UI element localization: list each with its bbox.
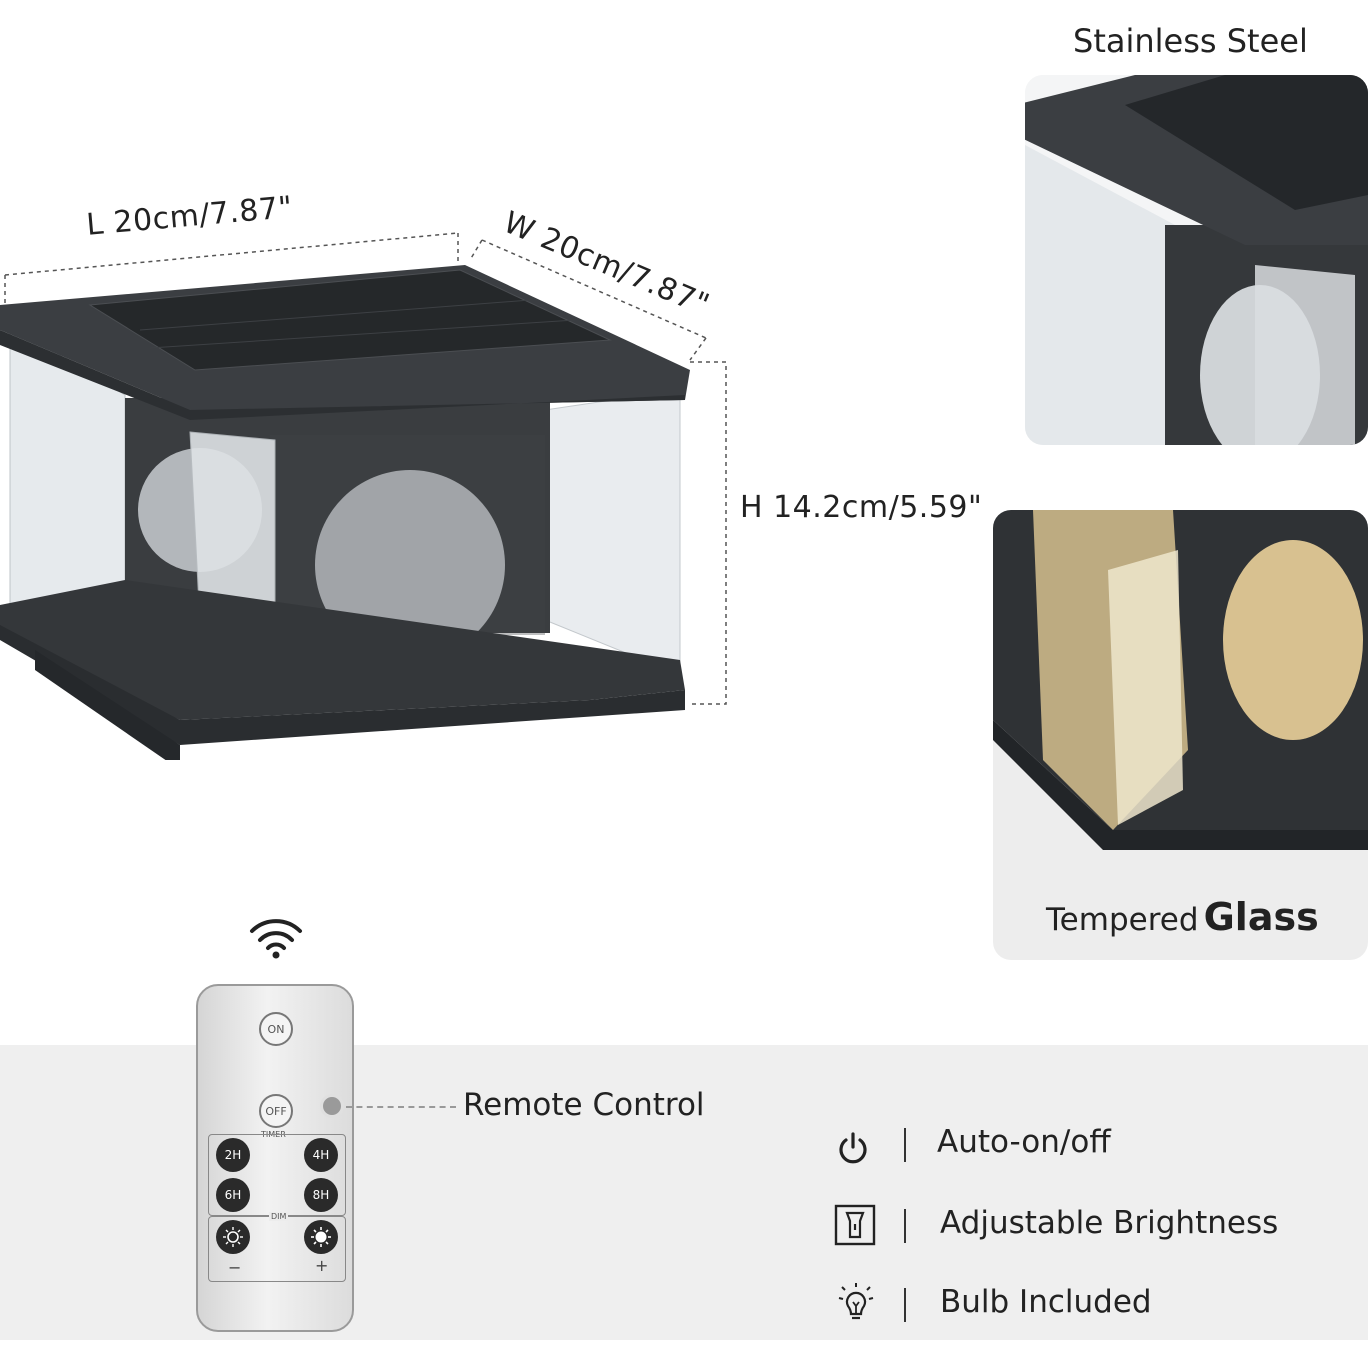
wireless-signal-icon bbox=[250, 919, 302, 959]
remote-6h-button[interactable]: 6H bbox=[216, 1178, 250, 1212]
sun-small-icon bbox=[223, 1227, 243, 1247]
remote-control-label: Remote Control bbox=[463, 1087, 705, 1123]
remote-4h-button[interactable]: 4H bbox=[304, 1138, 338, 1172]
feature-divider bbox=[904, 1288, 906, 1322]
height-dimension-label: H 14.2cm/5.59" bbox=[740, 490, 983, 525]
remote-off-label: OFF bbox=[265, 1104, 287, 1118]
glass-label: Glass bbox=[1203, 895, 1319, 939]
remote-8h-label: 8H bbox=[312, 1188, 330, 1202]
remote-on-label: ON bbox=[267, 1022, 285, 1036]
sun-large-icon bbox=[311, 1227, 331, 1247]
feature-divider bbox=[904, 1128, 906, 1162]
feature-bulb-included: Bulb Included bbox=[940, 1284, 1152, 1320]
flashlight-icon bbox=[834, 1204, 876, 1246]
remote-plus-label: + bbox=[315, 1256, 329, 1275]
stainless-steel-closeup bbox=[1025, 75, 1368, 445]
remote-dim-label: DIM bbox=[269, 1212, 289, 1221]
stainless-steel-label: Stainless Steel bbox=[1073, 22, 1308, 60]
feature-auto-on-off: Auto-on/off bbox=[937, 1124, 1111, 1160]
bulb-icon bbox=[838, 1283, 874, 1320]
remote-8h-button[interactable]: 8H bbox=[304, 1178, 338, 1212]
lamp-image bbox=[0, 232, 727, 760]
remote-dim-up-button[interactable] bbox=[304, 1220, 338, 1254]
remote-callout-line bbox=[346, 1106, 456, 1108]
remote-dim-down-button[interactable] bbox=[216, 1220, 250, 1254]
remote-6h-label: 6H bbox=[224, 1188, 242, 1202]
tempered-glass-panel: Tempered Glass bbox=[993, 510, 1368, 960]
tempered-label: Tempered bbox=[1046, 902, 1199, 938]
remote-2h-label: 2H bbox=[224, 1148, 242, 1162]
remote-control: ON OFF TIMER DIM 2H 4H 6H 8H − + bbox=[196, 984, 354, 1332]
remote-4h-label: 4H bbox=[312, 1148, 330, 1162]
remote-minus-label: − bbox=[228, 1258, 242, 1277]
remote-on-button[interactable]: ON bbox=[259, 1012, 293, 1046]
remote-2h-button[interactable]: 2H bbox=[216, 1138, 250, 1172]
remote-callout-dot bbox=[320, 1094, 344, 1118]
power-icon bbox=[839, 1132, 867, 1164]
remote-off-button[interactable]: OFF bbox=[259, 1094, 293, 1128]
feature-adjustable-brightness: Adjustable Brightness bbox=[940, 1205, 1279, 1241]
feature-divider bbox=[904, 1209, 906, 1243]
